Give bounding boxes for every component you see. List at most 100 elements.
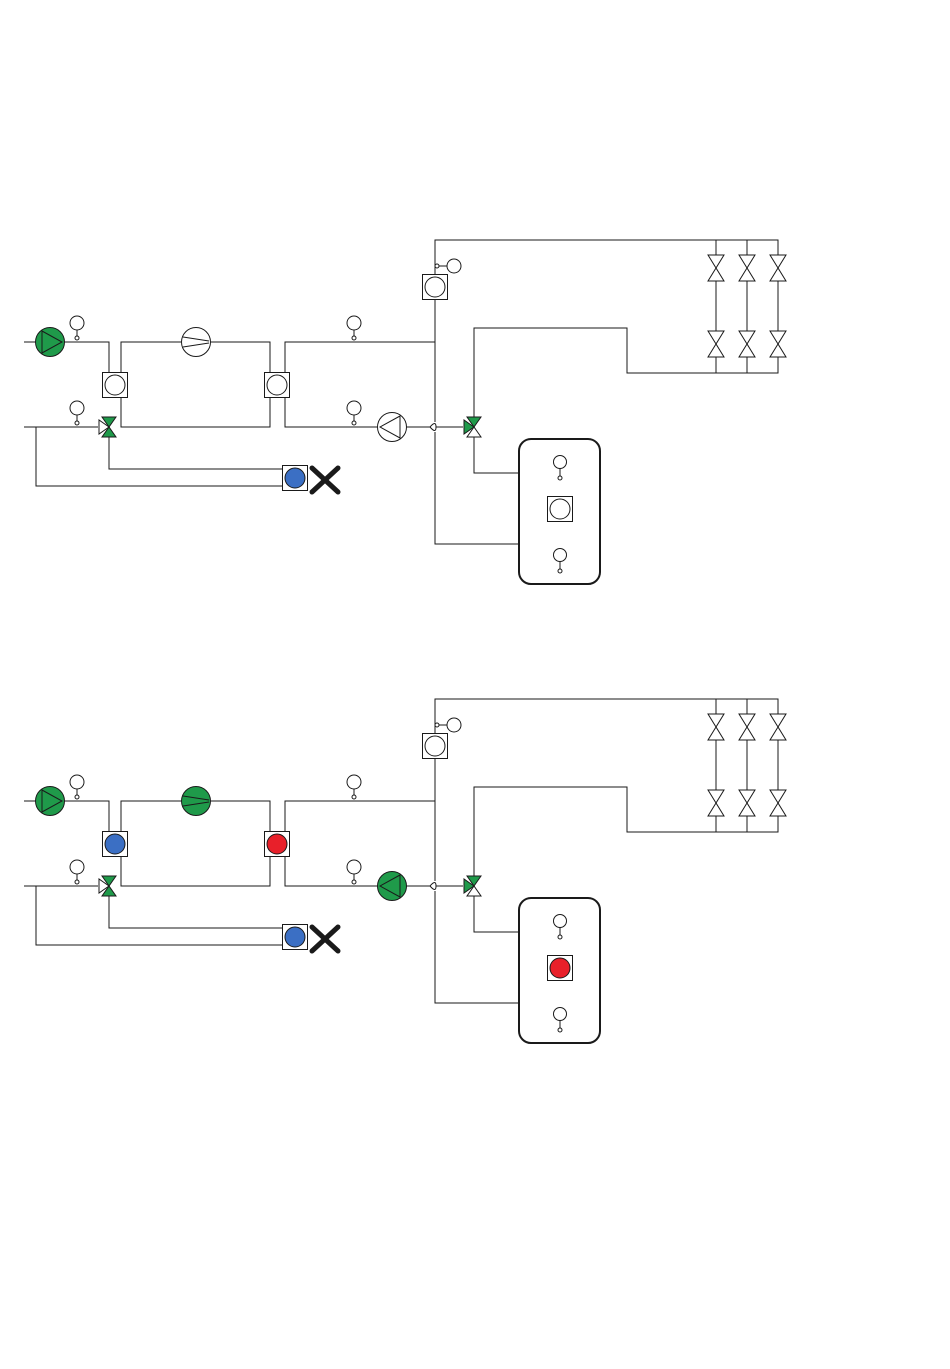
shutoff-valve-lower: [739, 331, 755, 357]
valve-half: [708, 268, 724, 281]
storage-tank: [519, 898, 600, 1043]
sensor-bulb: [70, 401, 84, 415]
sensor-tap: [558, 935, 562, 939]
valve-half: [708, 727, 724, 740]
mixing-valve-tank: [464, 876, 481, 896]
evaporator-exchanger: [103, 832, 128, 857]
sensor-bulb: [70, 775, 84, 789]
pipe-crossover: [430, 424, 436, 431]
sensor-bulb: [347, 775, 361, 789]
sensor-tap: [558, 569, 562, 573]
pipe-crossover: [430, 883, 436, 890]
sensor-source-return: [70, 401, 84, 425]
valve-half: [770, 331, 786, 344]
shutoff-valve-lower: [770, 790, 786, 816]
shutoff-valve-upper: [708, 255, 724, 281]
valve-half: [708, 714, 724, 727]
pump-body: [378, 872, 407, 901]
sensor-tap: [558, 1028, 562, 1032]
sensor-bulb: [554, 549, 567, 562]
sensor-bulb: [347, 860, 361, 874]
exchanger-disc: [285, 927, 305, 947]
sensor-tap: [558, 476, 562, 480]
sensor-bulb: [554, 456, 567, 469]
sensor-tap: [435, 723, 439, 727]
sensor-tap: [75, 336, 79, 340]
refrigerant-pipe: [121, 342, 181, 373]
valve-half: [708, 790, 724, 803]
evaporator-exchanger: [103, 373, 128, 398]
shutoff-valve-upper: [770, 255, 786, 281]
header-pipe: [435, 432, 519, 544]
shutoff-valve-upper: [739, 714, 755, 740]
sensor-tap: [75, 880, 79, 884]
condenser-supply-pipe: [285, 801, 435, 832]
valve-half: [739, 790, 755, 803]
pump-body: [36, 328, 65, 357]
valve-half: [770, 727, 786, 740]
exchanger-disc: [267, 834, 287, 854]
mixing-valve-source: [99, 876, 116, 896]
shutoff-valve-upper: [739, 255, 755, 281]
sensor-tap: [352, 880, 356, 884]
mixing-valve-tank: [464, 417, 481, 437]
dry-cooler-return-pipe: [36, 886, 283, 945]
sensor-tap: [352, 421, 356, 425]
valve-half: [770, 255, 786, 268]
condenser-supply-pipe: [285, 342, 435, 373]
dry-cooler-sensor: [283, 925, 308, 950]
bypass-pipe: [109, 896, 283, 928]
refrigerant-pipe: [211, 801, 270, 832]
hydraulic-separator: [423, 275, 448, 300]
sensor-source-supply: [70, 316, 84, 340]
condenser-return-pipe: [285, 856, 378, 886]
sensor-source-supply: [70, 775, 84, 799]
valve-half: [708, 803, 724, 816]
exchanger-disc: [267, 375, 287, 395]
valve-half: [739, 344, 755, 357]
sensor-bulb: [347, 401, 361, 415]
exchanger-disc: [285, 468, 305, 488]
sensor-condenser-supply: [347, 316, 361, 340]
exchanger-disc: [425, 736, 445, 756]
sensor-bulb: [554, 1008, 567, 1021]
sensor-bulb: [347, 316, 361, 330]
valve-half: [770, 803, 786, 816]
shutoff-valve-upper: [708, 714, 724, 740]
shutoff-valve-lower: [770, 331, 786, 357]
valve-half: [708, 344, 724, 357]
sensor-condenser-supply: [347, 775, 361, 799]
exchanger-disc: [425, 277, 445, 297]
valve-half: [739, 255, 755, 268]
sensor-bulb: [447, 259, 461, 273]
shutoff-valve-upper: [770, 714, 786, 740]
condenser-exchanger: [265, 832, 290, 857]
dry-cooler-return-pipe: [36, 427, 283, 486]
source-pump: [36, 328, 65, 357]
distribution-loop: [435, 240, 778, 417]
shutoff-valve-lower: [739, 790, 755, 816]
sensor-bulb: [70, 316, 84, 330]
valve-half: [770, 268, 786, 281]
sensor-tap: [75, 795, 79, 799]
storage-tank: [519, 439, 600, 584]
circulation-pump: [378, 413, 407, 442]
compressor-body: [182, 328, 211, 357]
mixing-valve-source: [99, 417, 116, 437]
refrigerant-pipe: [121, 397, 270, 427]
exchanger-disc: [105, 834, 125, 854]
tank-temperature-probe: [548, 956, 573, 981]
hydraulic-separator: [423, 734, 448, 759]
condenser-return-pipe: [285, 397, 378, 427]
compressor: [182, 787, 211, 816]
exchanger-disc: [105, 375, 125, 395]
exchanger-disc: [550, 958, 570, 978]
refrigerant-pipe: [121, 801, 181, 832]
circulation-pump: [378, 872, 407, 901]
source-pump: [36, 787, 65, 816]
valve-half: [770, 790, 786, 803]
condenser-exchanger: [265, 373, 290, 398]
tank-inlet-pipe: [474, 896, 519, 932]
